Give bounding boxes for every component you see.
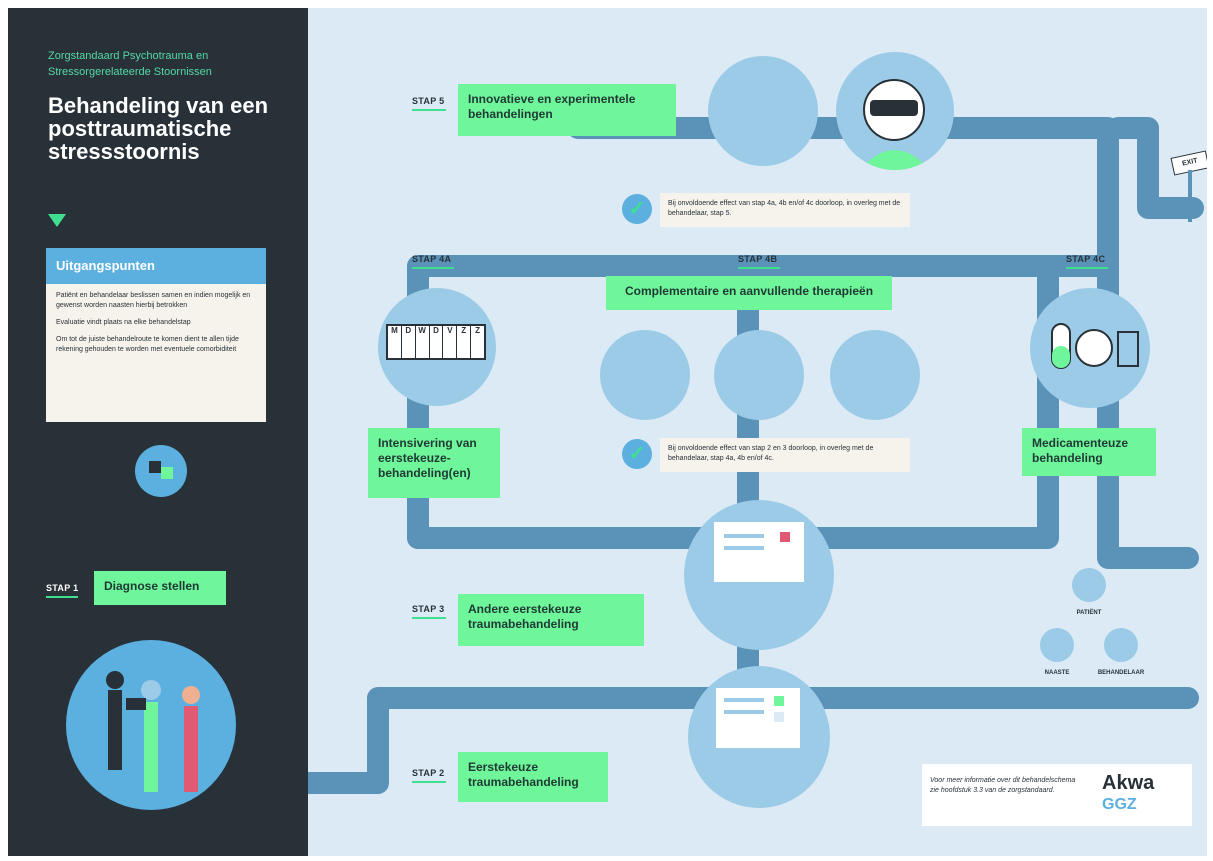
calendar-day: V: [443, 326, 458, 358]
step5-label: STAP 5: [412, 96, 445, 106]
note-to-step5: Bij onvoldoende effect van stap 4a, 4b e…: [660, 193, 910, 227]
exit-sign-post: [1188, 170, 1192, 222]
behandelaar-label: BEHANDELAAR: [1097, 670, 1145, 676]
animal-therapy-illustration: [708, 56, 818, 166]
step4c-box: Medicamenteuze behandeling: [1022, 428, 1156, 476]
vr-therapy-illustration: [836, 52, 954, 170]
calendar-day: M: [388, 326, 402, 358]
step4c-underline: [1066, 267, 1108, 269]
akwa-logo: Akwa: [1102, 772, 1155, 794]
footer-info-text: Voor meer informatie over dit behandelsc…: [930, 777, 1076, 794]
step4b-underline: [738, 267, 780, 269]
principle-item: Om tot de juiste behandelroute te komen …: [56, 336, 239, 353]
step2-label: STAP 2: [412, 768, 445, 778]
step2-underline: [412, 781, 446, 783]
principles-box: Uitgangspunten Patiënt en behandelaar be…: [46, 248, 266, 422]
ggz-logo: GGZ: [1102, 796, 1137, 813]
footer-info-box: Voor meer informatie over dit behandelsc…: [922, 764, 1192, 826]
step5-box: Innovatieve en experimentele behandeling…: [458, 84, 676, 136]
standard-subtitle: Zorgstandaard Psychotrauma en Stressorge…: [48, 50, 212, 78]
sidebar: Zorgstandaard Psychotrauma en Stressorge…: [8, 8, 308, 856]
path-exit: [1107, 117, 1204, 219]
step1-box: Diagnose stellen: [94, 571, 226, 605]
step4b-label: STAP 4B: [738, 254, 778, 264]
calendar-day: D: [430, 326, 444, 358]
calendar-day: W: [416, 326, 430, 358]
triangle-down-icon: [48, 214, 66, 227]
therapy-illustration: [714, 330, 804, 420]
check-icon: ✓: [622, 439, 652, 469]
calendar-day: D: [402, 326, 416, 358]
group-therapy-illustration: [830, 330, 920, 420]
patient-label: PATIËNT: [1076, 610, 1102, 616]
check-icon: ✓: [622, 194, 652, 224]
infographic: Zorgstandaard Psychotrauma en Stressorge…: [8, 8, 1207, 856]
puzzle-hands-icon: [135, 445, 187, 497]
step4c-label: STAP 4C: [1066, 254, 1106, 264]
step2-illustration: [688, 666, 830, 808]
naaste-avatar: [1040, 628, 1074, 662]
step4b-box: Complementaire en aanvullende therapieën: [606, 276, 892, 310]
step1-underline: [46, 596, 78, 598]
step2-box: Eerstekeuze traumabehandeling: [458, 752, 608, 802]
step3-label: STAP 3: [412, 604, 445, 614]
diagnosis-illustration: [66, 640, 236, 810]
calendar-day: Z: [457, 326, 472, 358]
step1-label: STAP 1: [46, 583, 79, 593]
step3-illustration: [684, 500, 834, 650]
page-title: Behandeling van een posttraumatische str…: [48, 93, 269, 164]
step4a-underline: [412, 267, 454, 269]
step5-underline: [412, 109, 446, 111]
calendar-day: Z: [475, 326, 481, 335]
art-therapy-illustration: [600, 330, 690, 420]
step4a-box: Intensivering van eerstekeuze-behandelin…: [368, 428, 500, 498]
principle-item: Evaluatie vindt plaats na elke behandels…: [56, 319, 191, 326]
medication-illustration: [1030, 288, 1150, 408]
step3-box: Andere eerstekeuze traumabehandeling: [458, 594, 644, 646]
principles-heading: Uitgangspunten: [46, 248, 266, 284]
behandelaar-avatar: [1104, 628, 1138, 662]
calendar-illustration: M D W D V Z Z: [378, 288, 496, 406]
step3-underline: [412, 617, 446, 619]
note-to-step4: Bij onvoldoende effect van stap 2 en 3 d…: [660, 438, 910, 472]
principle-item: Patiënt en behandelaar beslissen samen e…: [56, 292, 251, 309]
step4a-label: STAP 4A: [412, 254, 452, 264]
patient-avatar: [1072, 568, 1106, 602]
naaste-label: NAASTE: [1044, 670, 1070, 676]
